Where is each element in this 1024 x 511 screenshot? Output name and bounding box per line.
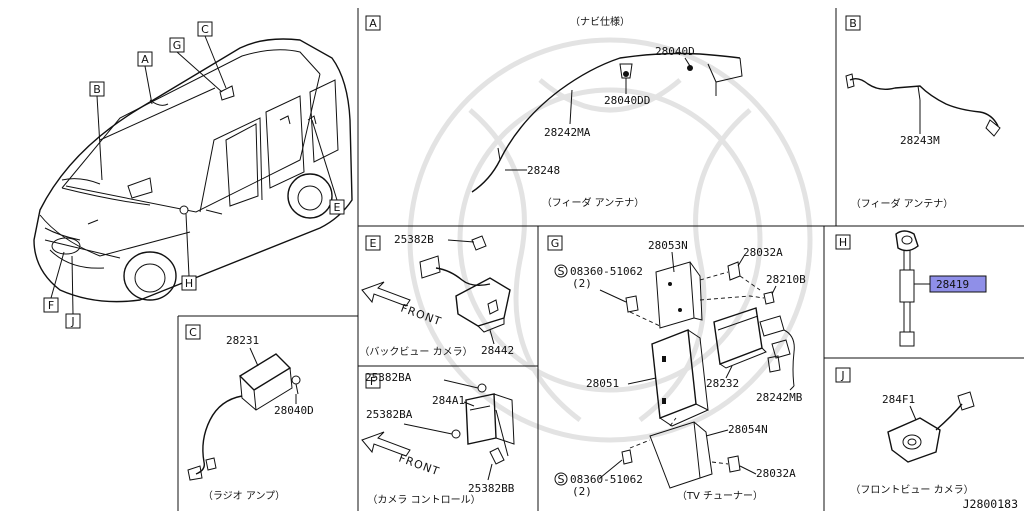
panel-A-caption: （フィーダ アンテナ） — [542, 196, 645, 209]
svg-text:B: B — [93, 83, 101, 96]
panel-E-tag: E — [370, 237, 377, 250]
part-28248: 28248 — [527, 164, 560, 177]
panel-A-tag: A — [369, 17, 377, 30]
svg-text:F: F — [48, 299, 54, 312]
panel-B-tag: B — [849, 17, 857, 30]
panel-A: A （ナビ仕様） 28040D 28040DD 28242MA 28248 （フ… — [365, 15, 743, 209]
svg-text:A: A — [141, 53, 149, 66]
panel-A-note: （ナビ仕様） — [570, 15, 630, 28]
panel-F-caption: （カメラ コントロール） — [367, 494, 480, 506]
panel-C: C 28231 28040D （ラジオ アンプ） — [185, 324, 314, 502]
side-camera-harness — [899, 269, 915, 303]
part-28053N: 28053N — [648, 239, 688, 252]
part-qty-2-top: (2) — [572, 277, 592, 290]
part-284A1: 284A1 — [432, 394, 465, 407]
part-08360-51062-bottom: 08360-51062 — [570, 473, 643, 486]
part-25382B: 25382B — [394, 233, 434, 246]
part-28419: 28419 — [936, 278, 969, 291]
svg-text:J: J — [70, 315, 74, 328]
overview-callout-C[interactable]: C — [197, 21, 227, 89]
panel-C-tag: C — [189, 326, 197, 339]
panel-F-tag-box — [365, 373, 381, 389]
panel-G-tag: G — [551, 237, 560, 250]
overview-callout-H[interactable]: H — [181, 213, 197, 291]
svg-text:G: G — [173, 39, 182, 52]
diagram-id: J2800183 — [963, 497, 1018, 511]
part-28051: 28051 — [586, 377, 619, 390]
overview-callout-A[interactable]: A — [137, 51, 153, 105]
panel-B-caption: （フィーダ アンテナ） — [851, 197, 954, 210]
panel-J-caption: （フロントビュー カメラ） — [850, 484, 973, 496]
part-28040D-c: 28040D — [274, 404, 314, 417]
overview-callout-F[interactable]: F — [43, 251, 65, 313]
watermark-emblem — [407, 37, 813, 443]
screw-symbol-s-bottom: S — [558, 473, 565, 486]
panel-C-caption: （ラジオ アンプ） — [203, 490, 285, 502]
panel-G-tag-box — [547, 235, 563, 251]
part-284F1: 284F1 — [882, 393, 915, 406]
part-28032A-bottom: 28032A — [756, 467, 796, 480]
screw-symbol-s-top: S — [558, 265, 565, 278]
panel-H-tag-box — [835, 234, 851, 250]
panel-F: F 25382BA 284A1 25382BA 25382BB FRONT （カ… — [361, 371, 515, 506]
overview-callout-E[interactable]: E — [311, 119, 345, 215]
part-28242MA: 28242MA — [544, 126, 591, 139]
overview-callout-J[interactable]: J — [65, 255, 81, 329]
part-28054N: 28054N — [728, 423, 768, 436]
svg-text:E: E — [334, 201, 341, 214]
panel-H: H 28419 — [835, 230, 987, 347]
overview-callout-B[interactable]: B — [89, 81, 105, 181]
part-28040D-a: 28040D — [655, 45, 695, 58]
panel-A-tag-box — [365, 15, 381, 31]
panel-H-tag: H — [839, 236, 847, 249]
panel-F-tag: F — [370, 375, 376, 388]
overview-callout-G[interactable]: G — [169, 37, 223, 93]
part-28242MB: 28242MB — [756, 391, 803, 404]
part-qty-2-bottom: (2) — [572, 485, 592, 498]
panel-C-tag-box — [185, 324, 201, 340]
radio-amp-body — [238, 353, 292, 391]
feeder-antenna-cable-a — [471, 52, 741, 193]
tv-tuner-upper-bracket — [655, 261, 695, 329]
panel-J-tag-box — [835, 367, 851, 383]
part-28442: 28442 — [481, 344, 514, 357]
panel-E-tag-box — [365, 235, 381, 251]
vehicle-overview — [33, 38, 353, 303]
panel-B: B 28243M （フィーダ アンテナ） — [845, 15, 1001, 210]
side-camera-head — [895, 230, 919, 252]
front-arrow-icon-e — [361, 281, 411, 307]
part-25382BA-bottom: 25382BA — [366, 408, 413, 421]
front-view-camera — [887, 417, 941, 463]
feeder-antenna-cable-b — [849, 77, 999, 127]
part-28032A-top: 28032A — [743, 246, 783, 259]
part-28232: 28232 — [706, 377, 739, 390]
panel-E-caption: （バックビュー カメラ） — [359, 346, 472, 358]
part-25382BB: 25382BB — [468, 482, 515, 495]
panel-G-caption: （TV チューナー） — [677, 490, 763, 502]
part-25382BA-top: 25382BA — [365, 371, 412, 384]
part-28243M: 28243M — [900, 134, 940, 147]
panel-J: J 284F1 （フロントビュー カメラ） — [835, 367, 975, 496]
panel-G: G S — [547, 235, 806, 502]
svg-text:H: H — [185, 277, 193, 290]
panel-J-tag: J — [840, 369, 844, 382]
part-28040DD: 28040DD — [604, 94, 650, 107]
front-label-f: FRONT — [397, 452, 441, 479]
panel-B-tag-box — [845, 15, 861, 31]
part-08360-51062-top: 08360-51062 — [570, 265, 643, 278]
part-28231: 28231 — [226, 334, 259, 347]
panel-grid-lines — [177, 8, 1024, 511]
part-28210B: 28210B — [766, 273, 806, 286]
svg-text:C: C — [201, 23, 209, 36]
front-arrow-icon-f — [361, 431, 411, 457]
